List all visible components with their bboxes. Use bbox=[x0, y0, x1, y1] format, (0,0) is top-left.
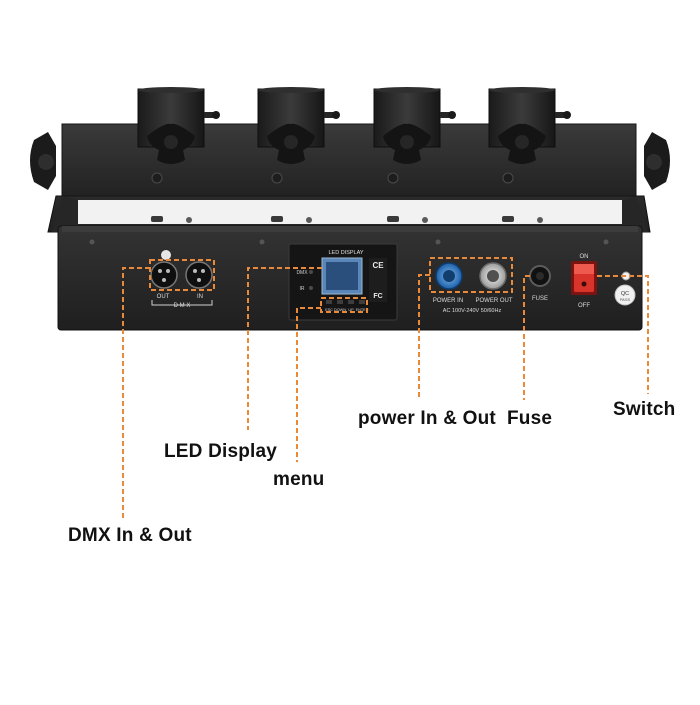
switch-on-label: ON bbox=[580, 254, 589, 260]
power-connectors bbox=[435, 262, 551, 290]
flame-nozzle bbox=[488, 87, 571, 223]
qc-pass-label: PASS bbox=[620, 297, 631, 302]
menu-button[interactable] bbox=[359, 300, 365, 304]
flame-nozzle bbox=[257, 87, 340, 223]
ce-mark: CE bbox=[372, 261, 384, 270]
flame-nozzle bbox=[137, 87, 220, 223]
callout-led-display: LED Display bbox=[164, 441, 278, 462]
fuse-leader-line bbox=[523, 275, 530, 400]
menu-leader-line bbox=[296, 307, 321, 462]
dmx-in-label: IN bbox=[197, 294, 203, 300]
menu-button-label: ESC bbox=[325, 308, 333, 312]
voltage-label: AC 100V-240V 50/60Hz bbox=[443, 308, 502, 314]
flame-nozzle-group bbox=[137, 87, 571, 223]
flame-nozzle bbox=[373, 87, 456, 223]
menu-highlight-box bbox=[320, 297, 368, 313]
power-highlight-box bbox=[429, 257, 513, 293]
menu-button[interactable] bbox=[337, 300, 343, 304]
star-knob-icon bbox=[267, 123, 315, 164]
lcd-title: LED DISPLAY bbox=[328, 250, 363, 256]
power-switch bbox=[571, 261, 597, 295]
ir-indicator-label: IR bbox=[300, 286, 305, 292]
fc-mark: FC bbox=[373, 293, 382, 300]
led-display-leader-line bbox=[247, 267, 322, 430]
callout-guides bbox=[122, 257, 649, 520]
dmx-out-label: OUT bbox=[157, 294, 170, 300]
callout-fuse: Fuse bbox=[507, 408, 553, 429]
callout-menu: menu bbox=[273, 469, 325, 490]
dmx-bracket-label: D M X bbox=[174, 303, 191, 309]
power-in-label: POWER IN bbox=[433, 298, 463, 304]
qc-sticker bbox=[614, 284, 636, 306]
menu-button[interactable] bbox=[348, 300, 354, 304]
dmx-leader-line bbox=[122, 267, 150, 520]
menu-button-label: UP bbox=[348, 308, 354, 312]
dmx-highlight-box bbox=[149, 259, 215, 291]
callout-dmx: DMX In & Out bbox=[68, 525, 192, 546]
menu-button-label: DOWN bbox=[334, 308, 346, 312]
callout-switch: Switch bbox=[613, 399, 676, 420]
power-out-label: POWER OUT bbox=[476, 298, 513, 304]
qc-label: QC bbox=[621, 291, 629, 297]
fuse-label: FUSE bbox=[532, 296, 548, 302]
right-side-knob bbox=[644, 132, 670, 190]
star-knob-icon bbox=[498, 123, 546, 164]
dmx-indicator-label: DMX bbox=[296, 270, 308, 276]
menu-button-label: ENTER bbox=[356, 308, 369, 312]
menu-button[interactable] bbox=[326, 300, 332, 304]
star-knob-icon bbox=[383, 123, 431, 164]
switch-leader-line bbox=[597, 275, 649, 394]
power-leader-line bbox=[418, 274, 430, 400]
dmx-connectors bbox=[150, 250, 213, 306]
callout-power: power In & Out bbox=[358, 408, 496, 429]
left-side-knob bbox=[30, 132, 56, 190]
switch-off-label: OFF bbox=[578, 303, 590, 309]
control-panel bbox=[288, 243, 398, 321]
star-knob-icon bbox=[147, 123, 195, 164]
